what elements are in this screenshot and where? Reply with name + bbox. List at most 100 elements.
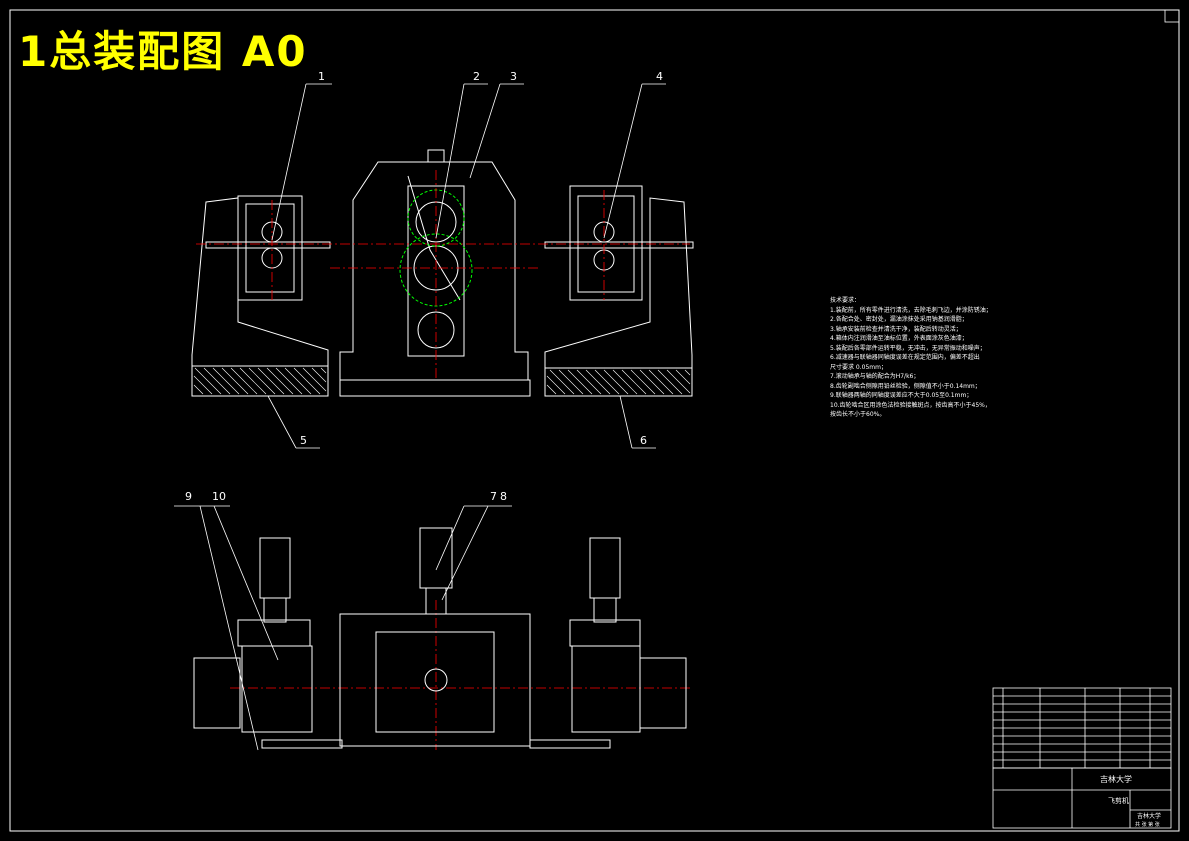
top-main-inner xyxy=(375,631,495,733)
top-right-flywheel xyxy=(639,657,687,729)
technical-requirement-item: 1.装配前，所有零件进行清洗，去除毛刺飞边，并涂防锈油； xyxy=(830,306,992,314)
hatch-line xyxy=(203,367,231,395)
hatch-line xyxy=(675,369,691,385)
title-block xyxy=(992,687,1172,829)
balloon-1: 1 xyxy=(318,70,325,83)
leader-3 xyxy=(469,83,501,179)
top-center-hub xyxy=(424,668,448,692)
top-center-motor xyxy=(419,527,453,589)
leader-1 xyxy=(271,83,307,241)
leader-8 xyxy=(441,505,489,601)
centerlines xyxy=(196,170,690,750)
hatch-line xyxy=(648,369,674,395)
hatch-line xyxy=(657,369,683,395)
balloon-2: 2 xyxy=(473,70,480,83)
hatch-line xyxy=(621,369,647,395)
technical-requirements: 技术要求： 1.装配前，所有零件进行清洗，去除毛刺飞边，并涂防锈油；2.各配合处… xyxy=(830,296,1040,420)
hatch-line xyxy=(248,367,276,395)
frame-corner-mark xyxy=(1164,9,1180,23)
title-block-drawing-name: 飞剪机 xyxy=(1108,796,1129,805)
hatch-line xyxy=(284,367,312,395)
balloon-5: 5 xyxy=(300,434,307,447)
technical-requirement-item: 6.减速器与联轴器同轴度误差在规定范围内，偏差不超出 xyxy=(830,354,980,361)
top-left-plate xyxy=(237,619,311,647)
hatch-line xyxy=(558,369,584,395)
hatch-line xyxy=(257,367,285,395)
balloon-10: 10 xyxy=(212,490,226,503)
technical-requirement-item: 尺寸要求 0.05mm； xyxy=(830,363,887,371)
hatch-line xyxy=(275,367,303,395)
title-block-table xyxy=(992,767,1172,829)
technical-requirement-item: 8.齿轮副啮合侧隙用铅丝检验，侧隙值不小于0.14mm； xyxy=(830,382,981,390)
leader-2 xyxy=(435,83,465,239)
hatch-line xyxy=(684,369,691,376)
balloon-4: 4 xyxy=(656,70,663,83)
top-left-link xyxy=(261,739,343,749)
hatch-line xyxy=(585,369,611,395)
balloon-7: 7 xyxy=(490,490,497,503)
left-shaft xyxy=(205,241,331,249)
hatch-line xyxy=(666,369,691,394)
hatch-line xyxy=(549,369,575,395)
left-base-pad xyxy=(191,365,329,397)
leader-4 xyxy=(603,83,643,239)
title-block-organization: 吉林大学 xyxy=(1137,812,1161,820)
top-view xyxy=(193,527,687,749)
hatch-line xyxy=(302,367,327,392)
hatch-line xyxy=(194,367,222,395)
vent-cap xyxy=(427,149,445,163)
hatch-line xyxy=(603,369,629,395)
balloon-9: 9 xyxy=(185,490,192,503)
balloon-3: 3 xyxy=(510,70,517,83)
top-right-gearbox xyxy=(571,645,641,733)
technical-requirement-item: 按齿长不小于60%。 xyxy=(830,411,886,418)
leader-10 xyxy=(213,505,279,661)
top-left-gearbox xyxy=(241,645,313,733)
drawing-border xyxy=(9,9,1180,832)
right-base-pad xyxy=(544,367,693,397)
balloon-8: 8 xyxy=(500,490,507,503)
hatch-line xyxy=(266,367,294,395)
hatch-line xyxy=(212,367,240,395)
leader-5 xyxy=(267,395,297,449)
technical-requirement-item: 10.齿轮啮合区用涂色法检验接触斑点，按齿高不小于45%， xyxy=(830,401,991,409)
top-right-link xyxy=(529,739,611,749)
title-block-school: 吉林大学 xyxy=(1100,774,1132,784)
top-left-coupling xyxy=(263,597,287,623)
top-right-plate xyxy=(569,619,641,647)
crank-arm xyxy=(407,175,461,301)
hatch-line xyxy=(612,369,638,395)
hatch-line xyxy=(193,384,204,395)
front-view xyxy=(191,149,694,397)
technical-requirements-list: 1.装配前，所有零件进行清洗，去除毛刺飞边，并涂防锈油； 2.各配合处、密封处，漏… xyxy=(830,306,1040,420)
main-housing xyxy=(339,161,529,381)
hatch-line xyxy=(546,375,566,395)
technical-requirement-item: 3.轴承安装前检查并清洗干净，装配后转动灵活； xyxy=(830,325,962,333)
left-support-bracket xyxy=(191,197,329,367)
leader-9 xyxy=(199,505,259,751)
top-left-motor xyxy=(259,537,291,599)
technical-requirement-item: 4.箱体内注润滑油至油标位置，外表面涂灰色油漆； xyxy=(830,335,968,342)
hatch-line xyxy=(630,369,656,395)
top-left-flywheel xyxy=(193,657,241,729)
technical-requirement-item: 7.滚动轴承与轴的配合为H7/k6； xyxy=(830,373,920,380)
technical-requirement-item: 5.装配后各零部件运转平稳，无冲击，无异常振动和噪声； xyxy=(830,344,986,352)
main-base xyxy=(339,379,531,397)
hatch-line xyxy=(239,367,267,395)
leader-7 xyxy=(435,505,465,571)
hatch-line xyxy=(594,369,620,395)
hatch-line xyxy=(576,369,602,395)
lower-roller xyxy=(417,311,455,349)
hatch-line xyxy=(221,367,249,395)
hatch-line xyxy=(230,367,258,395)
hatch-line xyxy=(546,384,557,395)
hatch-line xyxy=(311,367,327,383)
technical-requirement-item: 2.各配合处、密封处，漏油涂抹处采用钠基润滑脂； xyxy=(830,316,968,323)
base-hatching xyxy=(193,367,691,395)
right-shaft xyxy=(544,241,694,249)
balloon-6: 6 xyxy=(640,434,647,447)
top-main-housing xyxy=(339,613,531,747)
